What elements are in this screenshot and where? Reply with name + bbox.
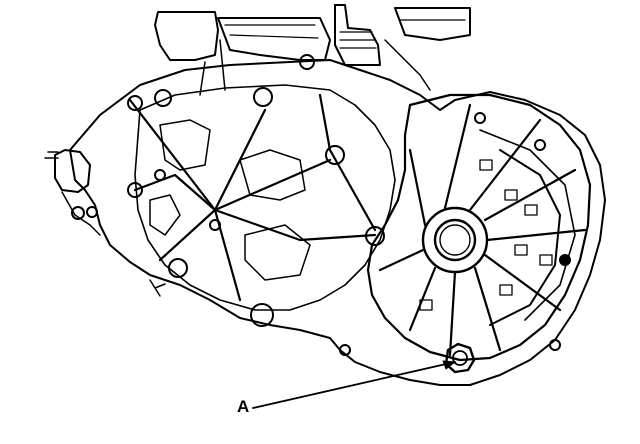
bell-housing — [339, 93, 592, 362]
bolt-bosses — [127, 54, 385, 327]
callout-label-a: A — [237, 397, 250, 416]
left-fittings — [44, 149, 166, 297]
housing-cavities — [149, 119, 311, 281]
case-outline — [69, 59, 606, 386]
top-parts — [154, 4, 471, 96]
housing-ribs — [128, 93, 377, 302]
callout-leader-a — [252, 360, 456, 409]
